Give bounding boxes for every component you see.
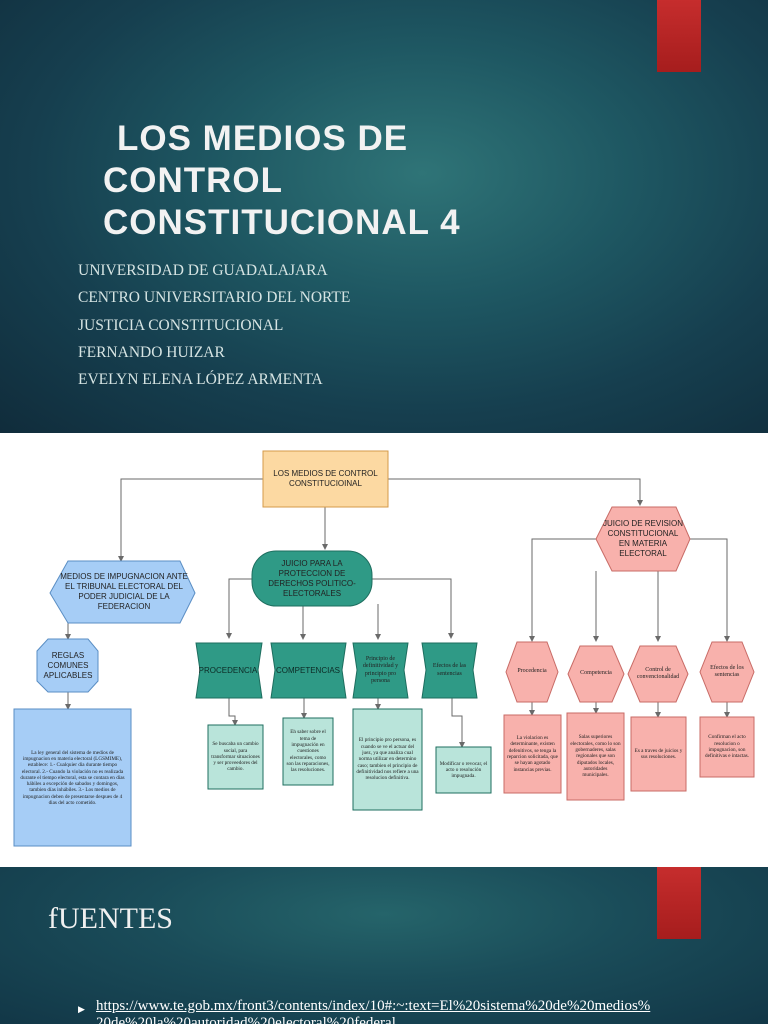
center-child-procedencia: PROCEDENCIA: [198, 665, 258, 675]
subtitle-author: EVELYN ELENA LÓPEZ ARMENTA: [78, 371, 323, 389]
center-detail-shape: [352, 708, 423, 811]
center-child-competencias: COMPETENCIAS: [275, 665, 340, 675]
subtitle-university: UNIVERSIDAD DE GUADALAJARA: [78, 262, 328, 279]
center-branch-shape: [251, 550, 373, 607]
left-detail-shape: [13, 708, 132, 847]
center-child-principios: Principio de definitividad y principio p…: [362, 656, 399, 684]
center-detail-shape: [207, 724, 264, 790]
right-child-shape: [699, 641, 755, 703]
title-slide: LOS MEDIOS DE CONTROL CONSTITUCIONAL 4 U…: [0, 0, 768, 433]
right-child-shape: [627, 645, 689, 703]
slide-title: LOS MEDIOS DE CONTROL CONSTITUCIONAL 4: [103, 118, 703, 244]
connector-lines: [65, 478, 730, 748]
right-child-efectos: Efectos de los sentencias: [710, 664, 744, 678]
sources-heading: fUENTES: [48, 902, 173, 935]
center-detail-shape: [435, 746, 492, 794]
right-detail-competencia: Salas superiores electorales, como lo so…: [570, 734, 621, 779]
title-line-1: LOS MEDIOS DE: [117, 119, 409, 158]
subtitle-list: UNIVERSIDAD DE GUADALAJARA CENTRO UNIVER…: [78, 257, 350, 393]
right-child-control: Control de convencionalidad: [636, 666, 680, 680]
center-child-efectos: Efectos de las sentencias: [432, 663, 467, 677]
right-detail-shape: [503, 714, 562, 794]
accent-bar: [657, 867, 701, 939]
left-detail-node: La ley general del sistema de medios de …: [20, 749, 125, 807]
center-branch-node: JUICIO PARA LA PROTECCION DE DERECHOS PO…: [268, 558, 356, 598]
left-child-shape: [36, 638, 99, 693]
center-child-shape: [421, 642, 478, 699]
source-link[interactable]: https://www.te.gob.mx/front3/contents/in…: [96, 998, 651, 1024]
concept-map-slide: LOS MEDIOS DE CONTROL CONSTITUCIOINAL ME…: [0, 433, 768, 867]
right-detail-efectos: Confirman el acto resolucion o impugnaci…: [705, 734, 749, 760]
center-detail-principios: El principio pro persona, es cuando se v…: [356, 737, 419, 782]
center-detail-efectos: Modificar o revocar, el acto o resolució…: [439, 760, 488, 780]
subtitle-course: JUSTICIA CONSTITUCIONAL: [78, 316, 284, 334]
right-child-shape: [505, 641, 559, 703]
center-detail-procedencia: Se buscaba un cambio social, para transf…: [211, 741, 260, 773]
root-node: LOS MEDIOS DE CONTROL CONSTITUCIOINAL: [273, 469, 378, 488]
right-branch-shape: [595, 506, 691, 572]
center-child-shape: [270, 642, 347, 699]
center-detail-shape: [282, 717, 334, 786]
concept-map-shapes: [13, 450, 755, 847]
accent-bar: [657, 0, 701, 72]
root-box: [262, 450, 389, 508]
center-child-shape: [352, 642, 409, 699]
right-child-competencia: Competencia: [580, 670, 612, 677]
subtitle-center: CENTRO UNIVERSITARIO DEL NORTE: [78, 289, 351, 307]
right-detail-shape: [566, 712, 625, 801]
sources-slide: fUENTES ▶ https://www.te.gob.mx/front3/c…: [0, 867, 768, 1024]
right-detail-procedencia: La violacion es determinante, existen de…: [507, 735, 558, 773]
right-detail-shape: [699, 716, 755, 778]
left-branch-shape: [49, 560, 196, 624]
right-child-procedencia: Procedencia: [517, 668, 547, 675]
left-branch-node: MEDIOS DE IMPUGNACION ANTE EL TRIBUNAL E…: [60, 572, 188, 611]
title-line-3: CONSTITUCIONAL 4: [103, 203, 461, 242]
right-child-shape: [567, 645, 625, 703]
right-detail-control: Es a traves de juicios y sus resolucione…: [634, 747, 683, 760]
right-detail-shape: [630, 716, 687, 792]
center-detail-competencias: Eh saber sobre el tema de impugnación en…: [286, 729, 330, 774]
subtitle-teacher: FERNANDO HUIZAR: [78, 343, 225, 361]
left-child-node: REGLAS COMUNES APLICABLES: [43, 651, 93, 680]
triangle-bullet-icon: ▶: [78, 1004, 85, 1014]
right-branch-node: JUICIO DE REVISION CONSTITUCIONAL EN MAT…: [602, 519, 683, 558]
center-child-shape: [195, 642, 263, 699]
title-line-2: CONTROL: [103, 161, 284, 200]
